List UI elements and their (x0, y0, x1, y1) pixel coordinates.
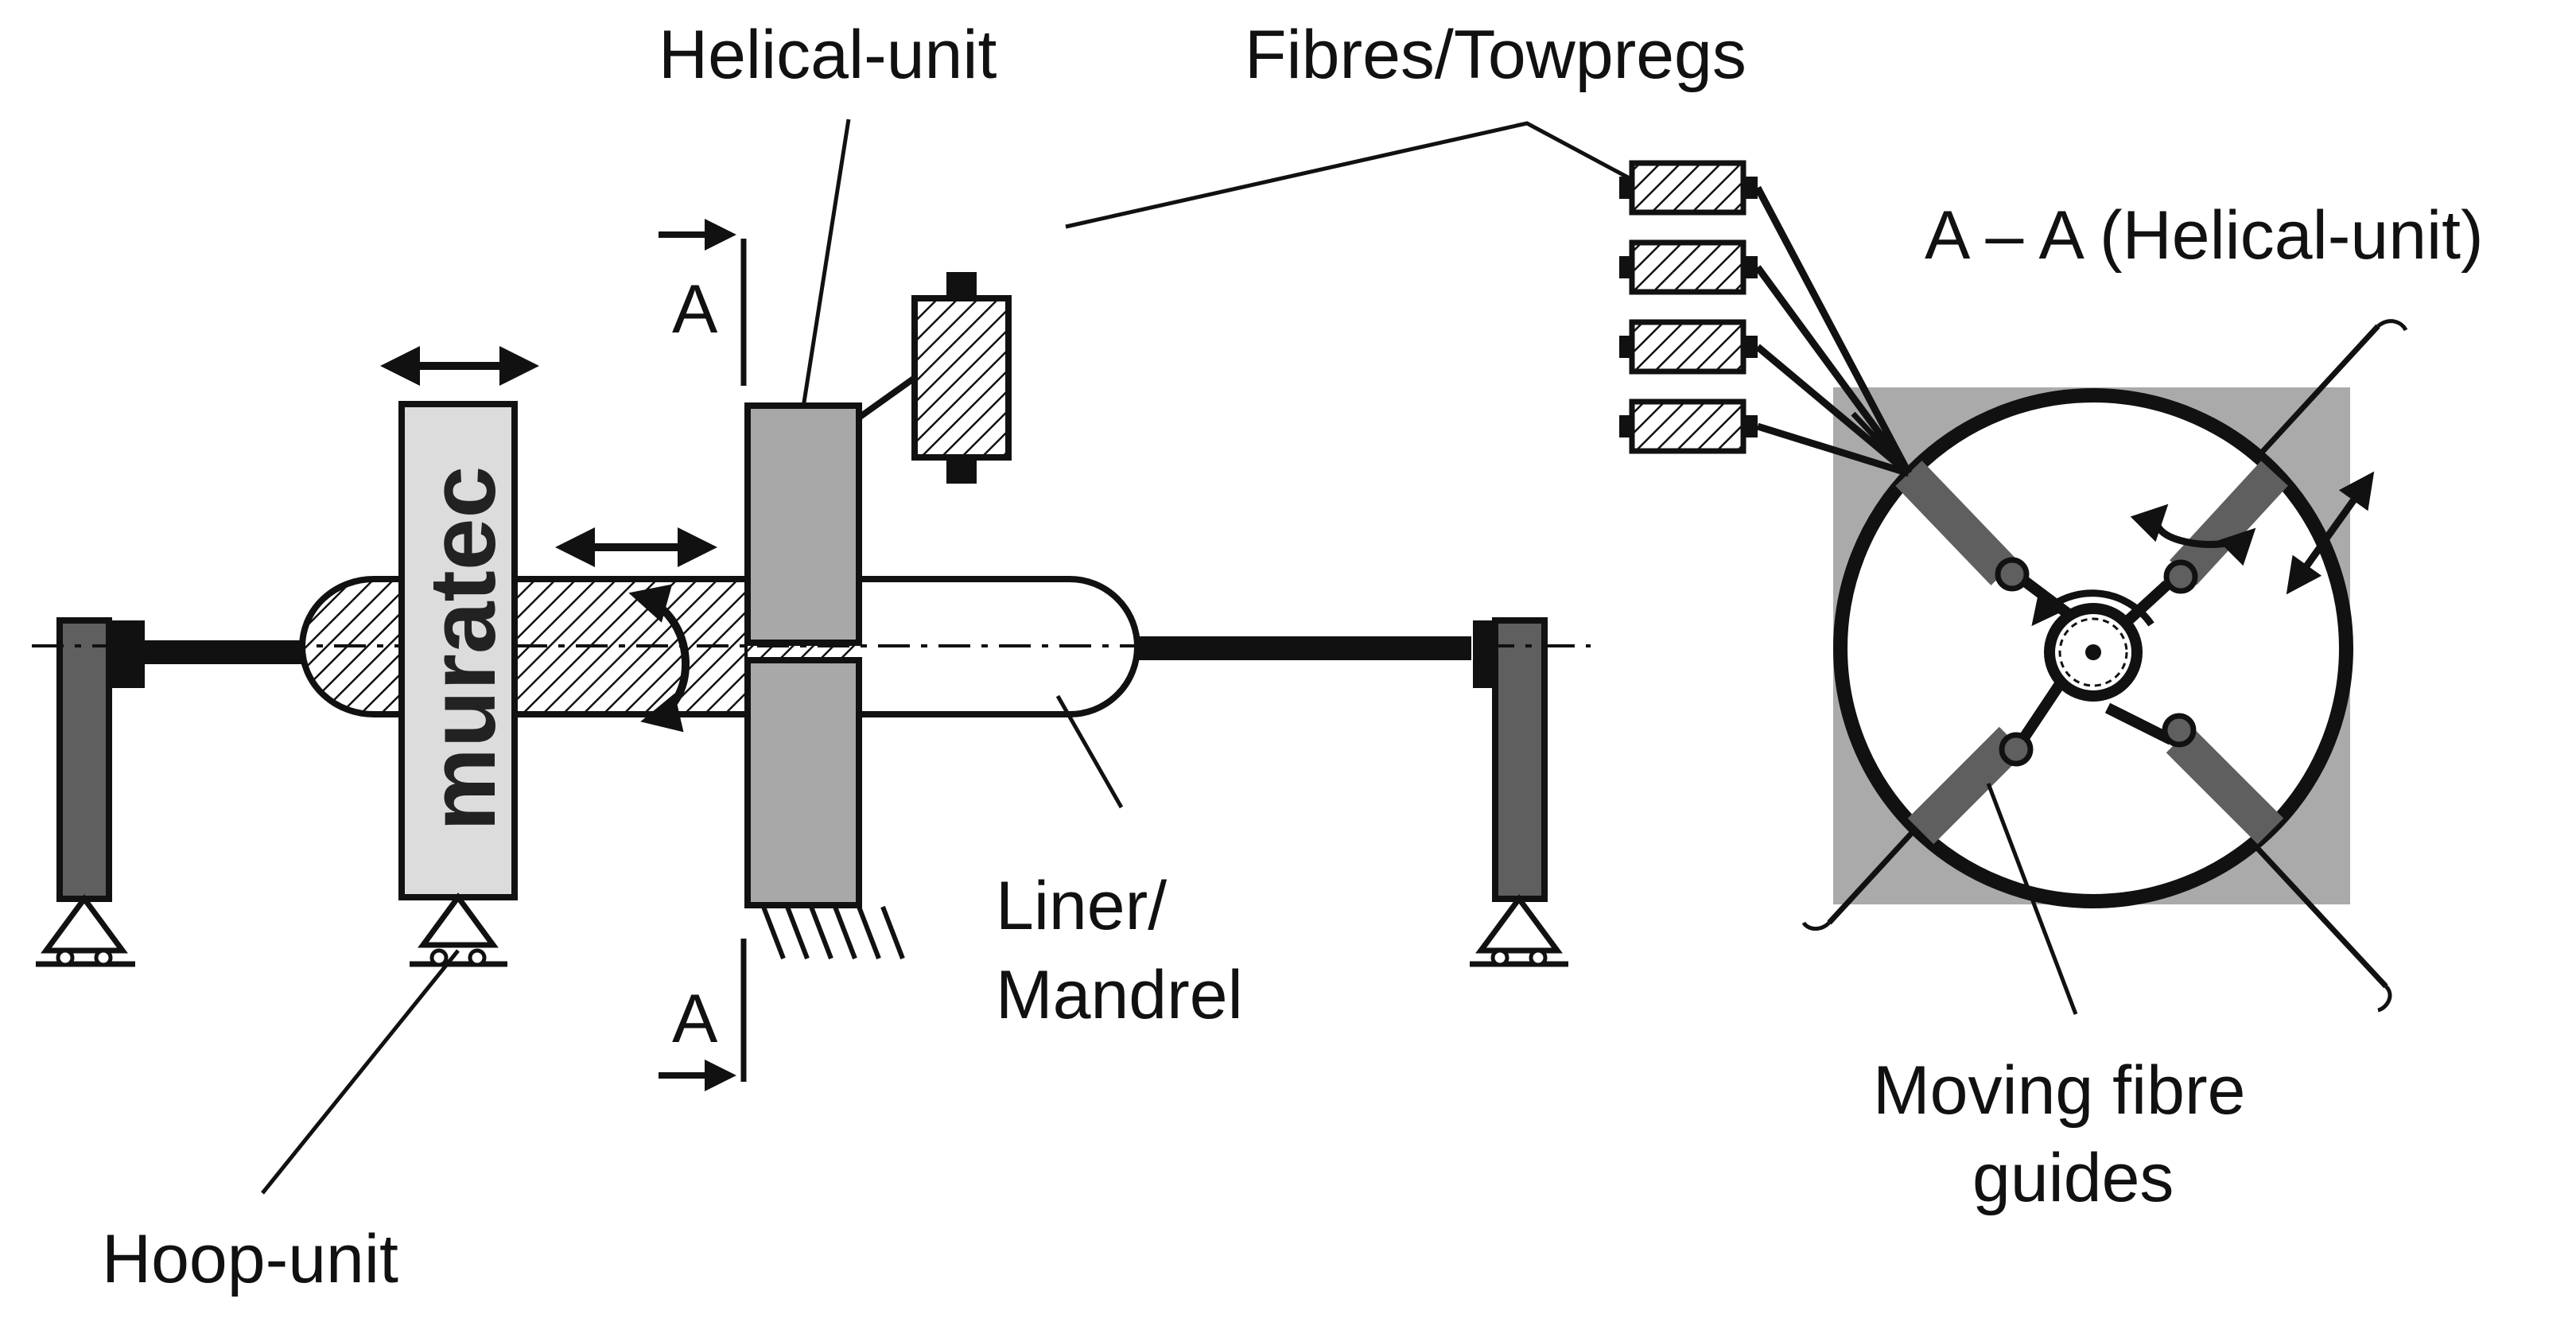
section-marker-bottom (659, 939, 747, 1091)
guide-radial-arrow (2286, 471, 2375, 595)
spool-1 (1619, 160, 1758, 216)
spool-4 (1619, 399, 1758, 454)
section-title: A – A (Helical-unit) (1925, 197, 2484, 274)
helical-unit (744, 402, 905, 960)
right-end-support (1470, 617, 1568, 967)
helical-unit-label: Helical-unit (659, 17, 997, 93)
helical-fibre-spool (857, 272, 1012, 484)
liner-label-line2: Mandrel (996, 957, 1243, 1033)
muratec-logo: muratec (410, 466, 515, 831)
section-marker-top (659, 219, 747, 386)
left-shaft (145, 640, 312, 664)
leader-moving-guides (1986, 783, 2078, 1015)
rotation-arrow (628, 584, 690, 733)
fibre-spools (1619, 160, 1758, 454)
left-end-support (36, 617, 145, 967)
leader-liner (1055, 694, 1124, 809)
fibres-label: Fibres/Towpregs (1245, 17, 1746, 93)
fibre-strands (1754, 185, 1912, 477)
leader-fibres (1065, 121, 1640, 229)
mandrel-rotation-arrow (2031, 586, 2154, 627)
spool-3 (1619, 319, 1758, 375)
guide-rotation-arrow (2130, 504, 2256, 566)
hoop-unit-label: Hoop-unit (102, 1221, 398, 1297)
hoop-unit: muratec (398, 401, 518, 967)
moving-guides-label-line2: guides (1972, 1140, 2174, 1216)
leader-hoop-unit (261, 949, 460, 1195)
liner-label-line1: Liner/ (996, 868, 1167, 944)
section-mark-top-label: A (672, 271, 718, 348)
right-shaft (1137, 636, 1471, 660)
mandrel-section (2044, 603, 2143, 702)
leader-helical-unit (801, 119, 851, 408)
spool-2 (1619, 239, 1758, 295)
section-mark-bottom-label: A (672, 981, 718, 1057)
moving-guides-label-line1: Moving fibre (1873, 1052, 2245, 1129)
